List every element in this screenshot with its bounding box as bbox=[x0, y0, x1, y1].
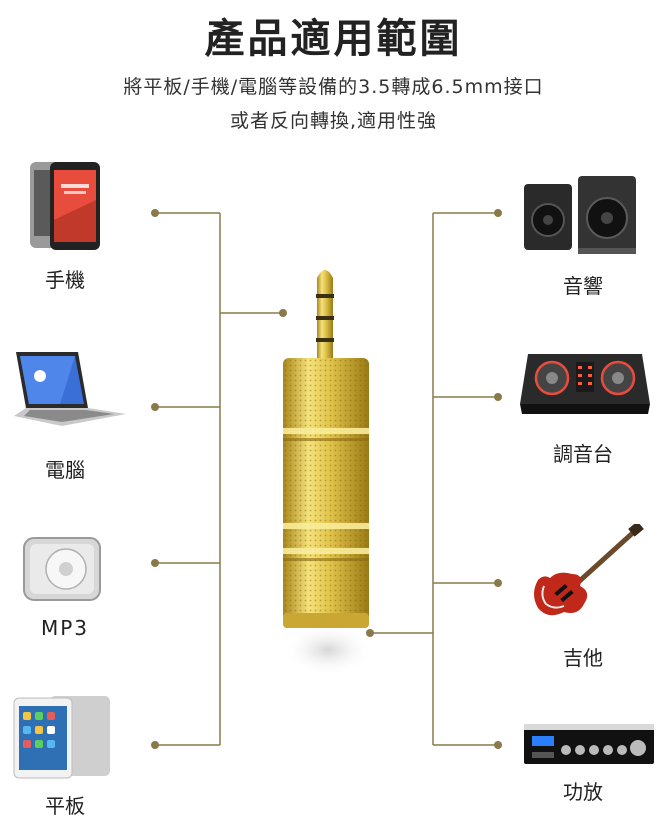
device-label-mp3: MP3 bbox=[40, 616, 90, 640]
speakers-icon bbox=[524, 176, 636, 254]
mp3-player-icon bbox=[23, 537, 101, 601]
device-label-guitar: 吉他 bbox=[563, 646, 603, 670]
subtitle-line-1: 將平板/手機/電腦等設備的3.5轉成6.5mm接口 bbox=[123, 76, 544, 98]
device-label-amplifier: 功放 bbox=[563, 780, 603, 804]
amplifier-icon bbox=[524, 724, 654, 764]
subtitle-line-2: 或者反向轉換,適用性強 bbox=[229, 110, 438, 132]
dj-mixer-icon bbox=[520, 354, 650, 414]
adapter-plug-icon bbox=[283, 270, 373, 676]
device-label-speakers: 音響 bbox=[563, 274, 603, 298]
tablet-icon bbox=[13, 696, 110, 779]
page-title: 產品適用範圍 bbox=[204, 16, 463, 62]
device-label-dj-mixer: 調音台 bbox=[553, 442, 613, 466]
device-label-smartphone: 手機 bbox=[45, 268, 85, 292]
laptop-icon bbox=[14, 352, 126, 426]
device-label-laptop: 電腦 bbox=[45, 458, 85, 482]
electric-guitar-icon bbox=[534, 524, 644, 616]
smartphone-icon bbox=[30, 162, 100, 250]
device-label-tablet: 平板 bbox=[45, 794, 85, 818]
